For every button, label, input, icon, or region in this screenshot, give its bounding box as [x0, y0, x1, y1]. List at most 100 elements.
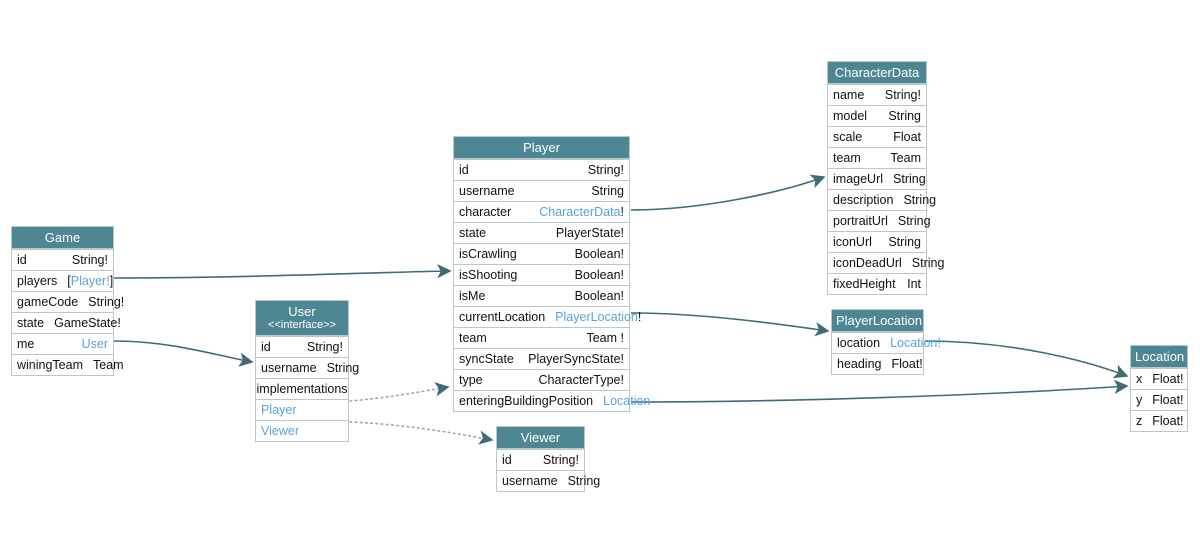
field-name: y: [1136, 393, 1143, 407]
edge-player-entering-to-location: [630, 379, 1129, 403]
field-type: Team !: [586, 331, 624, 345]
field-type: String: [903, 193, 937, 207]
field-name: isShooting: [459, 268, 518, 282]
field-row[interactable]: Player: [256, 399, 348, 420]
entity-title: Game: [44, 230, 81, 245]
field-name: id: [17, 253, 27, 267]
field-name: Player: [261, 403, 297, 417]
field-row[interactable]: id String!: [12, 249, 113, 270]
field-type-link[interactable]: Player!: [70, 274, 110, 288]
field-type-suffix: ]: [109, 274, 114, 288]
field-row[interactable]: implementations: [256, 378, 348, 399]
field-name: type: [459, 373, 483, 387]
field-name: heading: [837, 357, 882, 371]
field-name: scale: [833, 130, 863, 144]
field-type: String!: [306, 340, 343, 354]
entity-header-user: User<<interface>>: [256, 301, 348, 336]
field-name: isMe: [459, 289, 486, 303]
field-row[interactable]: imageUrl String: [828, 168, 926, 189]
field-name: name: [833, 88, 865, 102]
field-row[interactable]: players[Player!]: [12, 270, 113, 291]
entity-header-player: Player: [454, 137, 629, 159]
field-row[interactable]: state PlayerState!: [454, 222, 629, 243]
field-name: z: [1136, 414, 1143, 428]
field-type-link[interactable]: CharacterData: [539, 205, 621, 219]
field-name: players: [17, 274, 58, 288]
field-name: imageUrl: [833, 172, 884, 186]
entity-title: User: [288, 304, 316, 319]
field-type: Float: [893, 130, 921, 144]
field-row[interactable]: scale Float: [828, 126, 926, 147]
field-name: x: [1136, 372, 1143, 386]
field-type: String!: [71, 253, 108, 267]
field-type-link[interactable]: Location: [603, 394, 651, 408]
entity-header-viewer: Viewer: [497, 427, 584, 449]
entity-title: Player: [523, 140, 560, 155]
edge-game-players-to-player: [113, 263, 452, 279]
field-name: portraitUrl: [833, 214, 888, 228]
edge-game-me-to-user: [113, 340, 254, 367]
field-row[interactable]: gameCode String!: [12, 291, 124, 312]
field-name: character: [459, 205, 512, 219]
field-type: PlayerSyncState!: [528, 352, 624, 366]
field-row[interactable]: isShooting Boolean!: [454, 264, 629, 285]
field-name: isCrawling: [459, 247, 517, 261]
field-type: Team: [93, 358, 124, 372]
field-type: Boolean!: [574, 268, 624, 282]
field-type-suffix: !: [637, 310, 642, 324]
field-type-link[interactable]: PlayerLocation: [555, 310, 638, 324]
field-name: id: [502, 453, 512, 467]
field-type: PlayerLocation!: [555, 307, 641, 327]
field-type-link[interactable]: User: [81, 337, 108, 351]
field-type: String: [893, 172, 926, 186]
field-type-link[interactable]: Location!: [890, 336, 941, 350]
entity-stereotype: <<interface>>: [268, 319, 336, 331]
entity-header-location: Location: [1131, 346, 1187, 368]
field-type: String!: [88, 295, 125, 309]
field-name: me: [17, 337, 35, 351]
field-type: PlayerState!: [555, 226, 624, 240]
field-name: fixedHeight: [833, 277, 896, 291]
field-name: state: [459, 226, 487, 240]
field-name: gameCode: [17, 295, 79, 309]
field-row[interactable]: Viewer: [256, 420, 348, 441]
field-row[interactable]: me User: [12, 333, 113, 354]
